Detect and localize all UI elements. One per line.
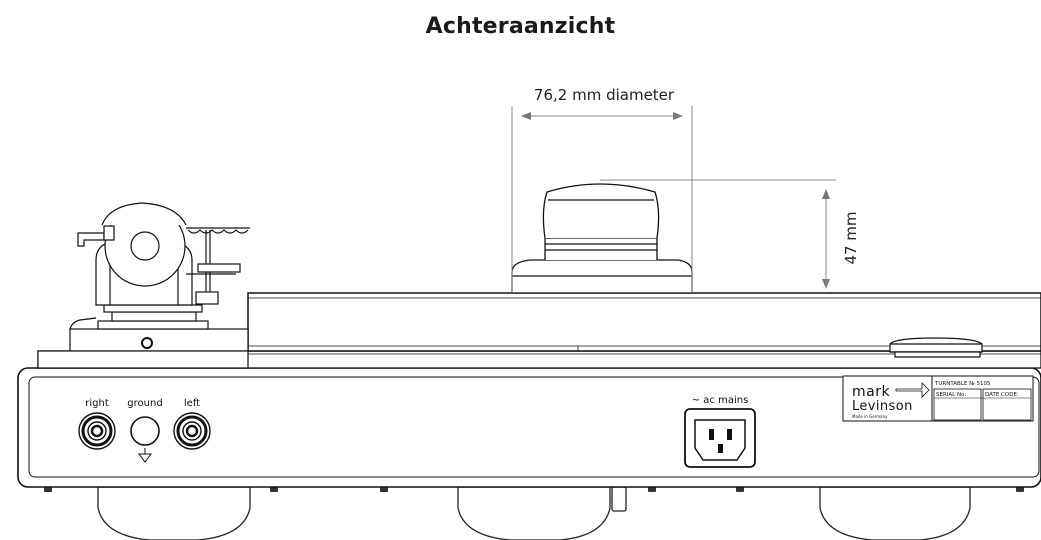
logo-levinson: Levinson bbox=[852, 399, 913, 414]
foot-center bbox=[457, 486, 611, 540]
chassis-inner bbox=[28, 376, 1040, 478]
connector-panel: right ground left bbox=[78, 398, 211, 463]
right-label: right bbox=[85, 398, 109, 409]
diameter-label: 76,2 mm diameter bbox=[534, 86, 675, 104]
record-clamp bbox=[511, 183, 693, 294]
ground-symbol-icon bbox=[138, 448, 152, 463]
speed-knob bbox=[889, 337, 983, 358]
logo-arrow-icon bbox=[895, 382, 930, 398]
iec-pin-left-icon bbox=[709, 429, 714, 440]
right-rca-jack bbox=[78, 412, 116, 450]
foot-tab bbox=[611, 486, 627, 512]
serial-label: SERIAL No: bbox=[936, 392, 966, 398]
foot-right bbox=[819, 486, 971, 540]
feet bbox=[97, 486, 971, 540]
ground-label: ground bbox=[127, 398, 162, 409]
left-label: left bbox=[184, 398, 200, 409]
iec-pin-right-icon bbox=[727, 429, 732, 440]
date-code-label: DATE CODE: bbox=[985, 392, 1019, 398]
foot-left bbox=[97, 486, 251, 540]
iec-pin-earth-icon bbox=[718, 444, 723, 453]
nameplate: mark Levinson Made in Germany TURNTABLE … bbox=[842, 375, 1034, 422]
diagram-title: Achteraanzicht bbox=[425, 14, 616, 39]
turntable-number-label: TURNTABLE № 5105 bbox=[934, 381, 991, 387]
made-in-label: Made in Germany bbox=[852, 414, 888, 419]
logo-mark: mark bbox=[852, 384, 890, 400]
ac-mains-socket: ~ ac mains bbox=[684, 395, 756, 468]
ground-terminal bbox=[130, 416, 160, 446]
tonearm-assembly bbox=[37, 202, 250, 369]
dimension-lines bbox=[511, 106, 836, 293]
height-label: 47 mm bbox=[842, 211, 860, 264]
tonearm-screw-icon bbox=[141, 337, 153, 349]
ac-mains-label: ~ ac mains bbox=[692, 395, 749, 406]
left-rca-jack bbox=[173, 412, 211, 450]
